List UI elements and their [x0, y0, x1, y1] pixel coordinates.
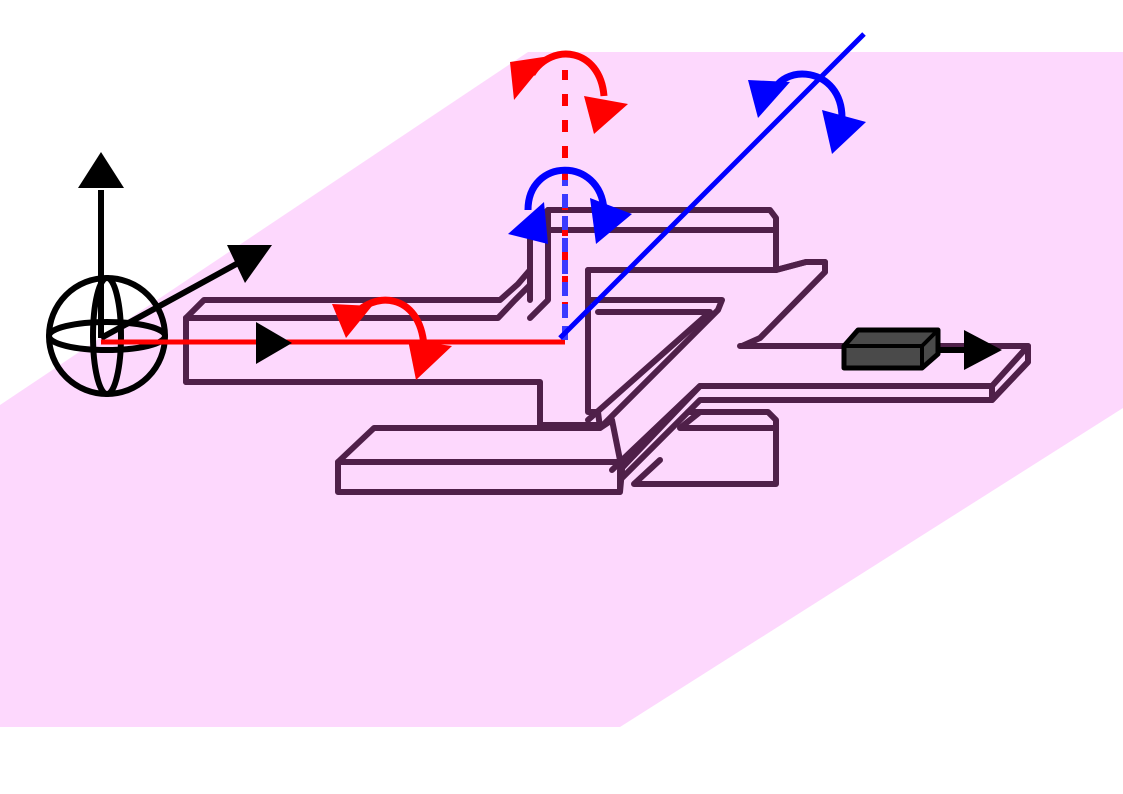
- blue-diagonal-axis: [558, 32, 866, 340]
- slider-block-icon: [841, 327, 941, 371]
- left-arm: [183, 207, 779, 415]
- frame-z-arrowhead-icon: [78, 152, 124, 188]
- vertical-post: [527, 207, 779, 321]
- red-top-rotation-arrowhead-left-icon: [510, 56, 550, 100]
- bottom-plate: [335, 417, 625, 495]
- slider-direction-arrow-icon: [964, 330, 1002, 370]
- red-top-rotation-arrowhead-right-icon: [584, 96, 628, 134]
- prismatic-slider: [841, 327, 1002, 371]
- z-bracket: [585, 297, 725, 431]
- red-arm-rotation-arrowhead-left-icon: [332, 304, 372, 338]
- lower-block: [631, 409, 779, 487]
- red-arm-rotation-arrowhead-right-icon: [408, 340, 452, 380]
- blue-diag-rotation-arrowhead-left-icon: [748, 80, 790, 118]
- globe-icon: [46, 275, 168, 397]
- rotation-arrows: [332, 50, 866, 380]
- blue-mid-rotation-arrowhead-right-icon: [590, 198, 632, 244]
- blue-diag-rotation-arrowhead-right-icon: [822, 110, 866, 154]
- coordinate-frame: [46, 152, 272, 397]
- lower-block-top: [677, 409, 779, 431]
- arm-direction-arrow-icon: [256, 322, 292, 364]
- bottom-plate-top: [335, 383, 703, 465]
- blue-joint-axis: [558, 32, 866, 340]
- upper-block-top: [773, 259, 828, 275]
- z-bracket-inner: [585, 309, 713, 423]
- blue-mid-rotation-arrowhead-left-icon: [508, 202, 548, 244]
- slider-block-face: [844, 328, 940, 368]
- base-plane: [0, 52, 1123, 727]
- blue-mid-rotation-arc: [524, 166, 608, 211]
- frame-y-arrowhead-icon: [227, 245, 272, 283]
